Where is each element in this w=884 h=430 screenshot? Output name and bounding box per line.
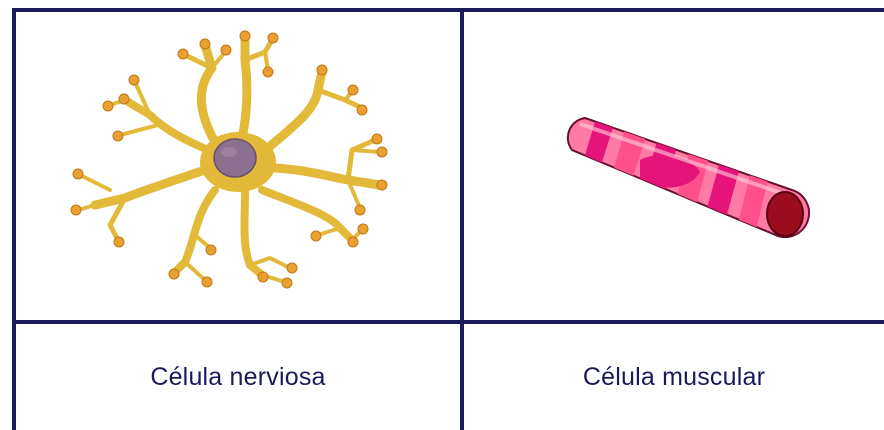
muscle-cell-icon bbox=[464, 12, 884, 320]
muscle-label: Célula muscular bbox=[583, 363, 765, 392]
neuron-image-cell bbox=[16, 12, 460, 320]
muscle-label-cell: Célula muscular bbox=[464, 324, 884, 430]
neuron-label-cell: Célula nerviosa bbox=[16, 324, 460, 430]
muscle-image-cell bbox=[464, 12, 884, 320]
neuron-label: Célula nerviosa bbox=[150, 363, 325, 392]
neuron-icon bbox=[16, 12, 460, 320]
